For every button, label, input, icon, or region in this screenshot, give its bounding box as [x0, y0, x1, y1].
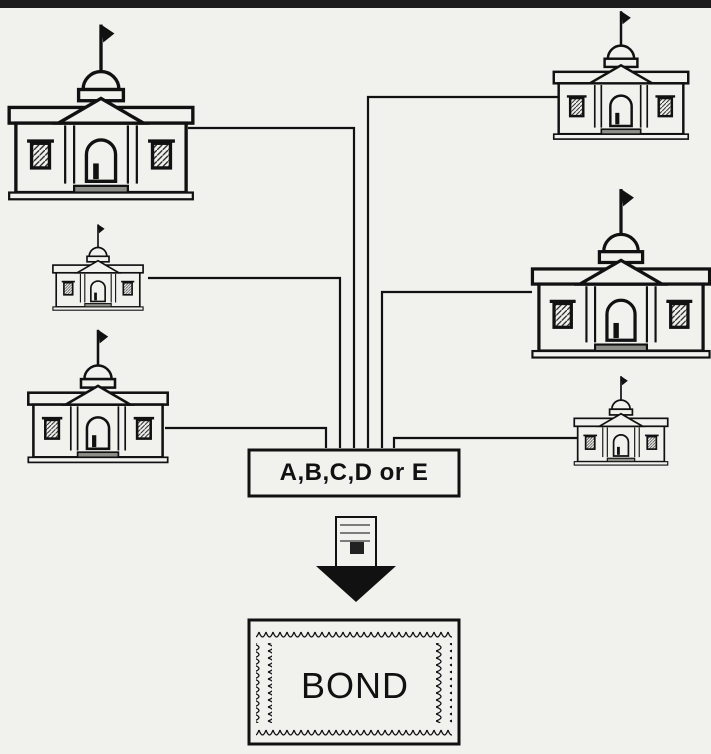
building-right-bottom — [574, 376, 667, 465]
building-left-bottom — [28, 330, 167, 463]
building-right-middle — [532, 189, 709, 357]
bond-label: BOND — [288, 660, 422, 712]
building-right-top — [554, 11, 688, 139]
document-down-arrow-icon — [316, 517, 396, 602]
connector-lines — [148, 97, 580, 448]
building-left-middle — [53, 224, 143, 310]
agency-label: A,B,C,D or E — [251, 452, 457, 494]
building-left-top — [9, 25, 193, 200]
